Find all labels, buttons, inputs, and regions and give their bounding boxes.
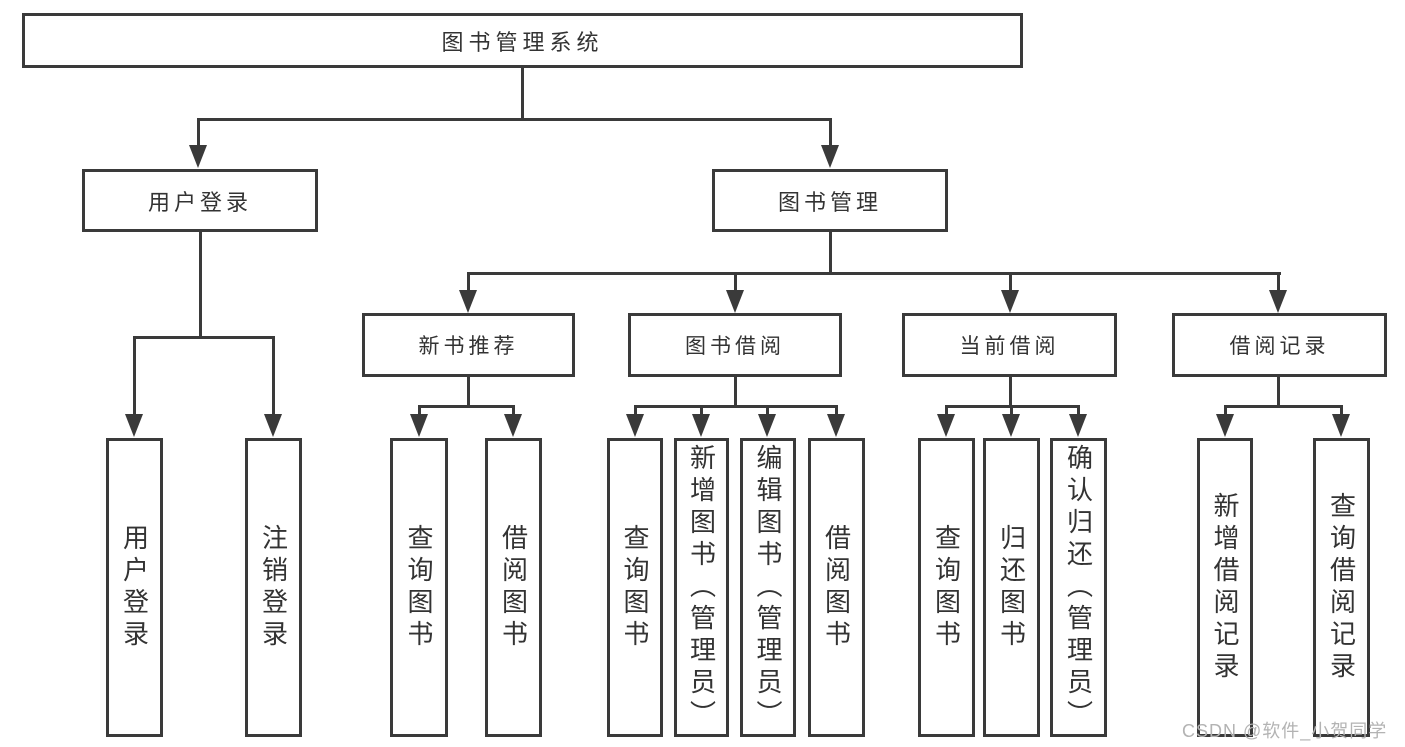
arrowhead-down — [459, 290, 477, 313]
leaf-edit-books-admin: 编辑图书（管理员） — [740, 438, 796, 737]
node-label: 编辑图书（管理员） — [753, 443, 783, 732]
connector-line — [1009, 377, 1012, 408]
connector-line — [1077, 405, 1080, 417]
connector-line — [467, 272, 470, 292]
connector-line — [634, 405, 838, 408]
leaf-query-books-2: 查询图书 — [607, 438, 663, 737]
connector-line — [1277, 272, 1280, 292]
csdn-watermark: CSDN @软件_小贺同学 — [1182, 721, 1388, 741]
node-label: 图书借阅 — [685, 335, 785, 358]
arrowhead-down — [1269, 290, 1287, 313]
connector-line — [199, 232, 202, 339]
connector-line — [734, 377, 737, 408]
connector-line — [1009, 272, 1012, 292]
leaf-borrow-books-1: 借阅图书 — [485, 438, 542, 737]
arrowhead-down — [1002, 414, 1020, 437]
node-label: 归还图书 — [996, 523, 1027, 652]
connector-line — [1224, 405, 1343, 408]
leaf-query-books-3: 查询图书 — [918, 438, 975, 737]
connector-line — [133, 336, 136, 416]
connector-line — [1010, 405, 1013, 417]
node-label: 注销登录 — [258, 523, 289, 652]
node-user-login: 用户登录 — [82, 169, 318, 232]
connector-line — [1277, 377, 1280, 408]
arrowhead-down — [125, 414, 143, 437]
arrowhead-down — [410, 414, 428, 437]
node-label: 当前借阅 — [959, 335, 1060, 358]
node-label: 借阅图书 — [498, 523, 529, 652]
leaf-query-books-1: 查询图书 — [390, 438, 448, 737]
arrowhead-down — [626, 414, 644, 437]
arrowhead-down — [1069, 414, 1087, 437]
connector-line — [700, 405, 703, 417]
leaf-add-borrow-record: 新增借阅记录 — [1197, 438, 1253, 737]
node-label: 用户登录 — [119, 523, 150, 652]
connector-line — [766, 405, 769, 417]
arrowhead-down — [937, 414, 955, 437]
arrowhead-down — [1216, 414, 1234, 437]
connector-line — [829, 232, 832, 275]
connector-line — [467, 272, 1281, 275]
node-label: 确认归还（管理员） — [1063, 443, 1094, 732]
connector-line — [467, 377, 470, 408]
node-label: 新增图书（管理员） — [686, 443, 717, 732]
arrowhead-down — [726, 290, 744, 313]
connector-line — [133, 336, 275, 339]
connector-line — [521, 68, 524, 120]
leaf-logout: 注销登录 — [245, 438, 302, 737]
leaf-return-books: 归还图书 — [983, 438, 1040, 737]
node-label: 查询借阅记录 — [1326, 491, 1357, 684]
node-label: 借阅图书 — [821, 523, 852, 652]
arrowhead-down — [264, 414, 282, 437]
connector-line — [1340, 405, 1343, 417]
arrowhead-down — [692, 414, 710, 437]
node-book-borrowing: 图书借阅 — [628, 313, 842, 377]
arrowhead-down — [1001, 290, 1019, 313]
connector-line — [835, 405, 838, 417]
node-book-management: 图书管理 — [712, 169, 948, 232]
connector-line — [418, 405, 421, 417]
node-label: 图书管理 — [777, 189, 882, 215]
node-label: 新增借阅记录 — [1210, 491, 1240, 684]
node-current-borrowing: 当前借阅 — [902, 313, 1117, 377]
leaf-add-books-admin: 新增图书（管理员） — [674, 438, 729, 737]
leaf-query-borrow-record: 查询借阅记录 — [1313, 438, 1370, 737]
connector-line — [197, 118, 832, 121]
node-label: 图书管理系统 — [441, 29, 604, 55]
connector-line — [272, 336, 275, 416]
arrowhead-down — [1332, 414, 1350, 437]
connector-line — [418, 405, 515, 408]
arrowhead-down — [504, 414, 522, 437]
arrowhead-down — [821, 145, 839, 168]
connector-line — [734, 272, 737, 292]
node-borrowing-records: 借阅记录 — [1172, 313, 1387, 377]
node-label: 借阅记录 — [1229, 335, 1330, 358]
node-new-book-recommend: 新书推荐 — [362, 313, 575, 377]
leaf-borrow-books-2: 借阅图书 — [808, 438, 865, 737]
node-label: 查询图书 — [620, 523, 650, 652]
arrowhead-down — [189, 145, 207, 168]
node-label: 用户登录 — [147, 189, 252, 215]
arrowhead-down — [758, 414, 776, 437]
connector-line — [1224, 405, 1227, 417]
connector-line — [512, 405, 515, 417]
connector-line — [945, 405, 948, 417]
leaf-confirm-return-admin: 确认归还（管理员） — [1050, 438, 1107, 737]
node-label: 新书推荐 — [418, 335, 519, 358]
node-label: 查询图书 — [931, 523, 962, 652]
arrowhead-down — [827, 414, 845, 437]
node-label: 查询图书 — [404, 523, 434, 652]
connector-line — [634, 405, 637, 417]
node-book-management-system: 图书管理系统 — [22, 13, 1023, 68]
connector-line — [197, 118, 200, 150]
leaf-user-login: 用户登录 — [106, 438, 163, 737]
connector-line — [829, 118, 832, 150]
